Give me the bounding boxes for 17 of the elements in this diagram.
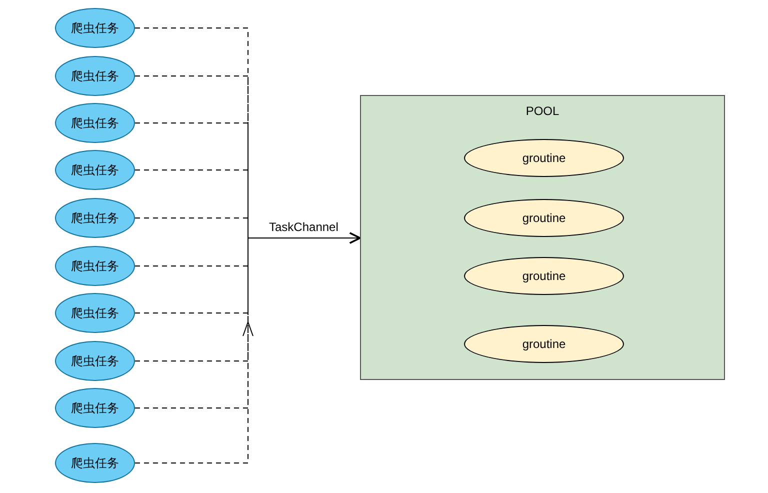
task-ellipse: 爬虫任务 [55, 246, 135, 286]
worker-ellipse: groutine [464, 199, 624, 237]
task-ellipse: 爬虫任务 [55, 103, 135, 143]
task-ellipse: 爬虫任务 [55, 8, 135, 48]
worker-ellipse: groutine [464, 139, 624, 177]
worker-ellipse: groutine [464, 257, 624, 295]
worker-ellipse: groutine [464, 325, 624, 363]
pool-title: POOL [524, 104, 560, 118]
pool-box [360, 95, 725, 380]
edge-label: TaskChannel [268, 220, 340, 234]
task-ellipse: 爬虫任务 [55, 443, 135, 483]
task-ellipse: 爬虫任务 [55, 388, 135, 428]
task-ellipse: 爬虫任务 [55, 150, 135, 190]
task-ellipse: 爬虫任务 [55, 56, 135, 96]
task-ellipse: 爬虫任务 [55, 198, 135, 238]
task-ellipse: 爬虫任务 [55, 341, 135, 381]
task-ellipse: 爬虫任务 [55, 293, 135, 333]
